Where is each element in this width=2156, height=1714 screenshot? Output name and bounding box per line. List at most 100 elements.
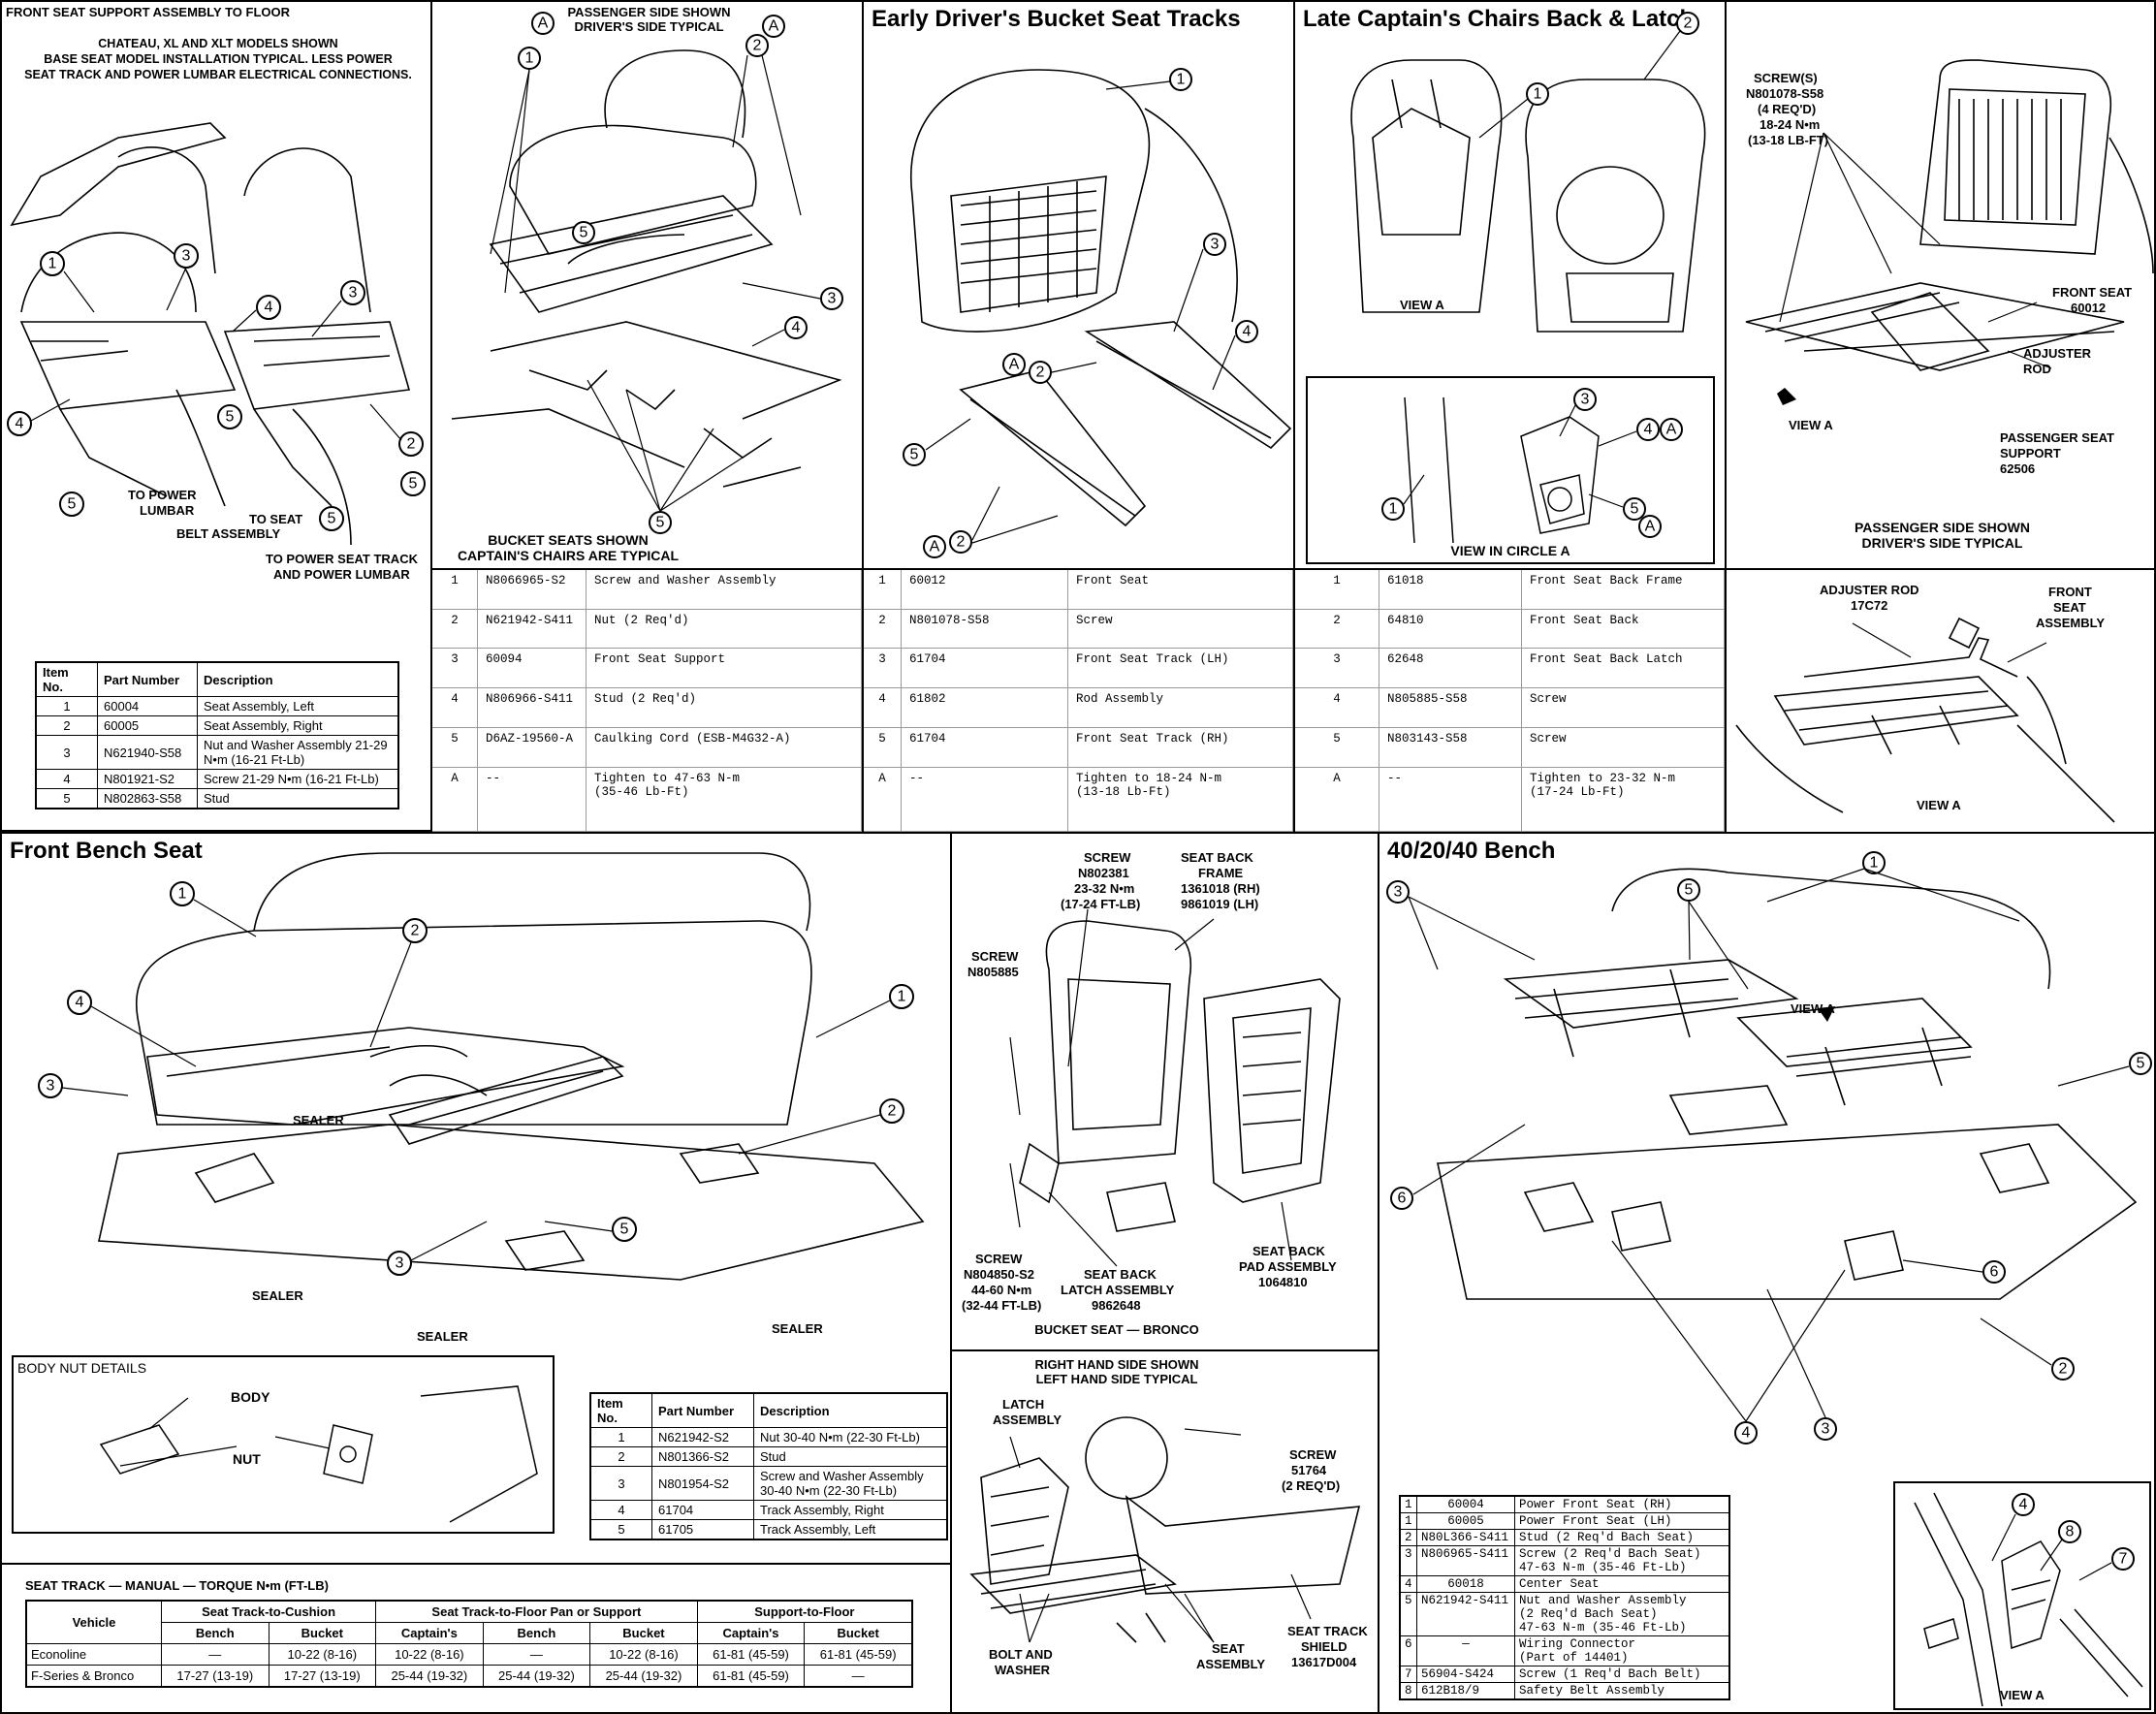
cell: Wiring Connector (Part of 14401) [1514, 1635, 1730, 1666]
cell: 25-44 (19-32) [589, 1665, 698, 1688]
cell-line-1: Screw [1530, 692, 1567, 707]
cell: Stud [753, 1446, 948, 1467]
panel-early-bucket-seat-tracks: Early Driver's Bucket Seat Tracks 1 3 4 … [862, 0, 1295, 570]
cell: 4 [864, 687, 902, 729]
cell: 1 [589, 1427, 652, 1447]
view-a-arrow-icon [1818, 1006, 1835, 1022]
panel-title-1: RIGHT HAND SIDE SHOWN [1034, 1357, 1199, 1372]
cell: 1 [1399, 1495, 1417, 1513]
cell: Center Seat [1514, 1575, 1730, 1593]
cell-line-1: Front Seat Track (LH) [1076, 652, 1229, 667]
svg-text:4: 4 [1742, 1425, 1751, 1442]
cell: 3 [864, 648, 902, 689]
cell-line-1: Front Seat Back [1530, 613, 1639, 627]
label-screw-4: 18-24 N•m [1760, 117, 1821, 132]
label-adjuster-2: ROD [2023, 362, 2051, 376]
cell: A [1295, 767, 1379, 832]
label-latch-2: ASSEMBLY [993, 1412, 1062, 1427]
col-group-cushion: Seat Track-to-Cushion [160, 1600, 377, 1623]
40-20-40-bench-illustration: 3 5 1 5 6 6 2 3 4 [1386, 851, 2152, 1444]
svg-text:A: A [1666, 422, 1677, 438]
svg-text:2: 2 [957, 534, 966, 551]
svg-text:5: 5 [620, 1222, 629, 1238]
cell: 61705 [651, 1519, 754, 1540]
panel-front-bench-seat: Front Bench Seat 1 2 4 1 3 2 5 3 [0, 832, 952, 1565]
panel-title-2: DRIVER'S SIDE TYPICAL [574, 19, 724, 34]
svg-text:2: 2 [1036, 365, 1045, 381]
label-to-power-track-2: AND POWER LUMBAR [273, 567, 410, 582]
subtitle-3: SEAT TRACK AND POWER LUMBAR ELECTRICAL C… [24, 68, 412, 81]
svg-text:1: 1 [1389, 501, 1398, 518]
svg-text:A: A [930, 539, 940, 555]
cell: 3 [589, 1466, 652, 1501]
seat-support-illustration: 1 3 4 3 4 5 2 5 5 5 [7, 122, 426, 546]
table-row: A--Tighten to 47-63 N-m(35-46 Lb-Ft) [432, 767, 862, 832]
svg-text:A: A [538, 16, 549, 32]
caption-bucket-seat-bronco: BUCKET SEAT — BRONCO [1034, 1322, 1199, 1337]
label-seat-assembly-1: SEAT [1212, 1641, 1245, 1656]
label-seat-back-frame-4: 9861019 (LH) [1181, 897, 1259, 911]
svg-text:1: 1 [48, 256, 57, 272]
label-latch-1: LATCH [1002, 1397, 1045, 1412]
label-screw-2: N801078-S58 [1746, 86, 1824, 101]
cell: Front Seat Track (RH) [1067, 727, 1293, 769]
bronco-seat-back-illustration [1009, 908, 1341, 1267]
label-sealer: SEALER [417, 1329, 468, 1344]
col-group-floor: Seat Track-to-Floor Pan or Support [375, 1600, 698, 1623]
cell: 4 [35, 769, 98, 789]
cell: Stud (2 Req'd Bach Seat) [1514, 1529, 1730, 1546]
label-seat-back-frame-3: 1361018 (RH) [1181, 881, 1260, 896]
cell: -- [477, 767, 587, 832]
cell: — [1416, 1635, 1515, 1666]
table-row: Econoline — 10-22 (8-16) 10-22 (8-16) — … [25, 1643, 913, 1666]
label-screw-5: (13-18 LB-FT) [1748, 133, 1829, 147]
cell-line-1: Screw [1076, 613, 1113, 627]
caption-2: DRIVER'S SIDE TYPICAL [1861, 535, 2023, 551]
cell: N801921-S2 [97, 769, 198, 789]
label-view-a: VIEW A [2000, 1688, 2045, 1702]
label-to-power-lumbar-2: LUMBAR [140, 503, 195, 518]
svg-text:5: 5 [1685, 882, 1694, 899]
cell: 61802 [901, 687, 1068, 729]
cell: Track Assembly, Left [753, 1519, 948, 1540]
svg-text:1: 1 [525, 50, 534, 67]
adjuster-rod-illustration [1735, 617, 2115, 823]
svg-text:1: 1 [898, 989, 906, 1005]
svg-text:5: 5 [580, 225, 588, 241]
cell: 17-27 (13-19) [268, 1665, 377, 1688]
col-sub: Bench [482, 1622, 591, 1644]
svg-text:5: 5 [328, 511, 336, 527]
col-sub: Captain's [375, 1622, 484, 1644]
cell: N801954-S2 [651, 1466, 754, 1501]
cell: Screw and Washer Assembly [586, 570, 862, 610]
body-nut-details-box: BODY NUT DETAILS BODY NUT [12, 1355, 555, 1534]
label-sealer: SEALER [772, 1321, 823, 1336]
cell: 61-81 (45-59) [696, 1643, 806, 1666]
cell: 1 [864, 570, 902, 610]
seat-tracks-illustration: 1 3 4 A 2 5 A 2 [903, 68, 1292, 558]
panel-title: Late Captain's Chairs Back & Latch [1303, 6, 1695, 32]
label-screw-n804850-4: (32-44 FT-LB) [962, 1298, 1042, 1313]
cell: Nut 30-40 N•m (22-30 Ft-Lb) [753, 1427, 948, 1447]
cell: — [804, 1665, 913, 1688]
panel-title: Front Bench Seat [10, 838, 203, 864]
cell-line-1: Screw and Washer Assembly [594, 574, 777, 587]
cell: -- [901, 767, 1068, 832]
col-sub: Bench [161, 1622, 270, 1644]
cell: N806966-S411 [477, 687, 587, 729]
label-support-2: SUPPORT [2000, 446, 2061, 460]
